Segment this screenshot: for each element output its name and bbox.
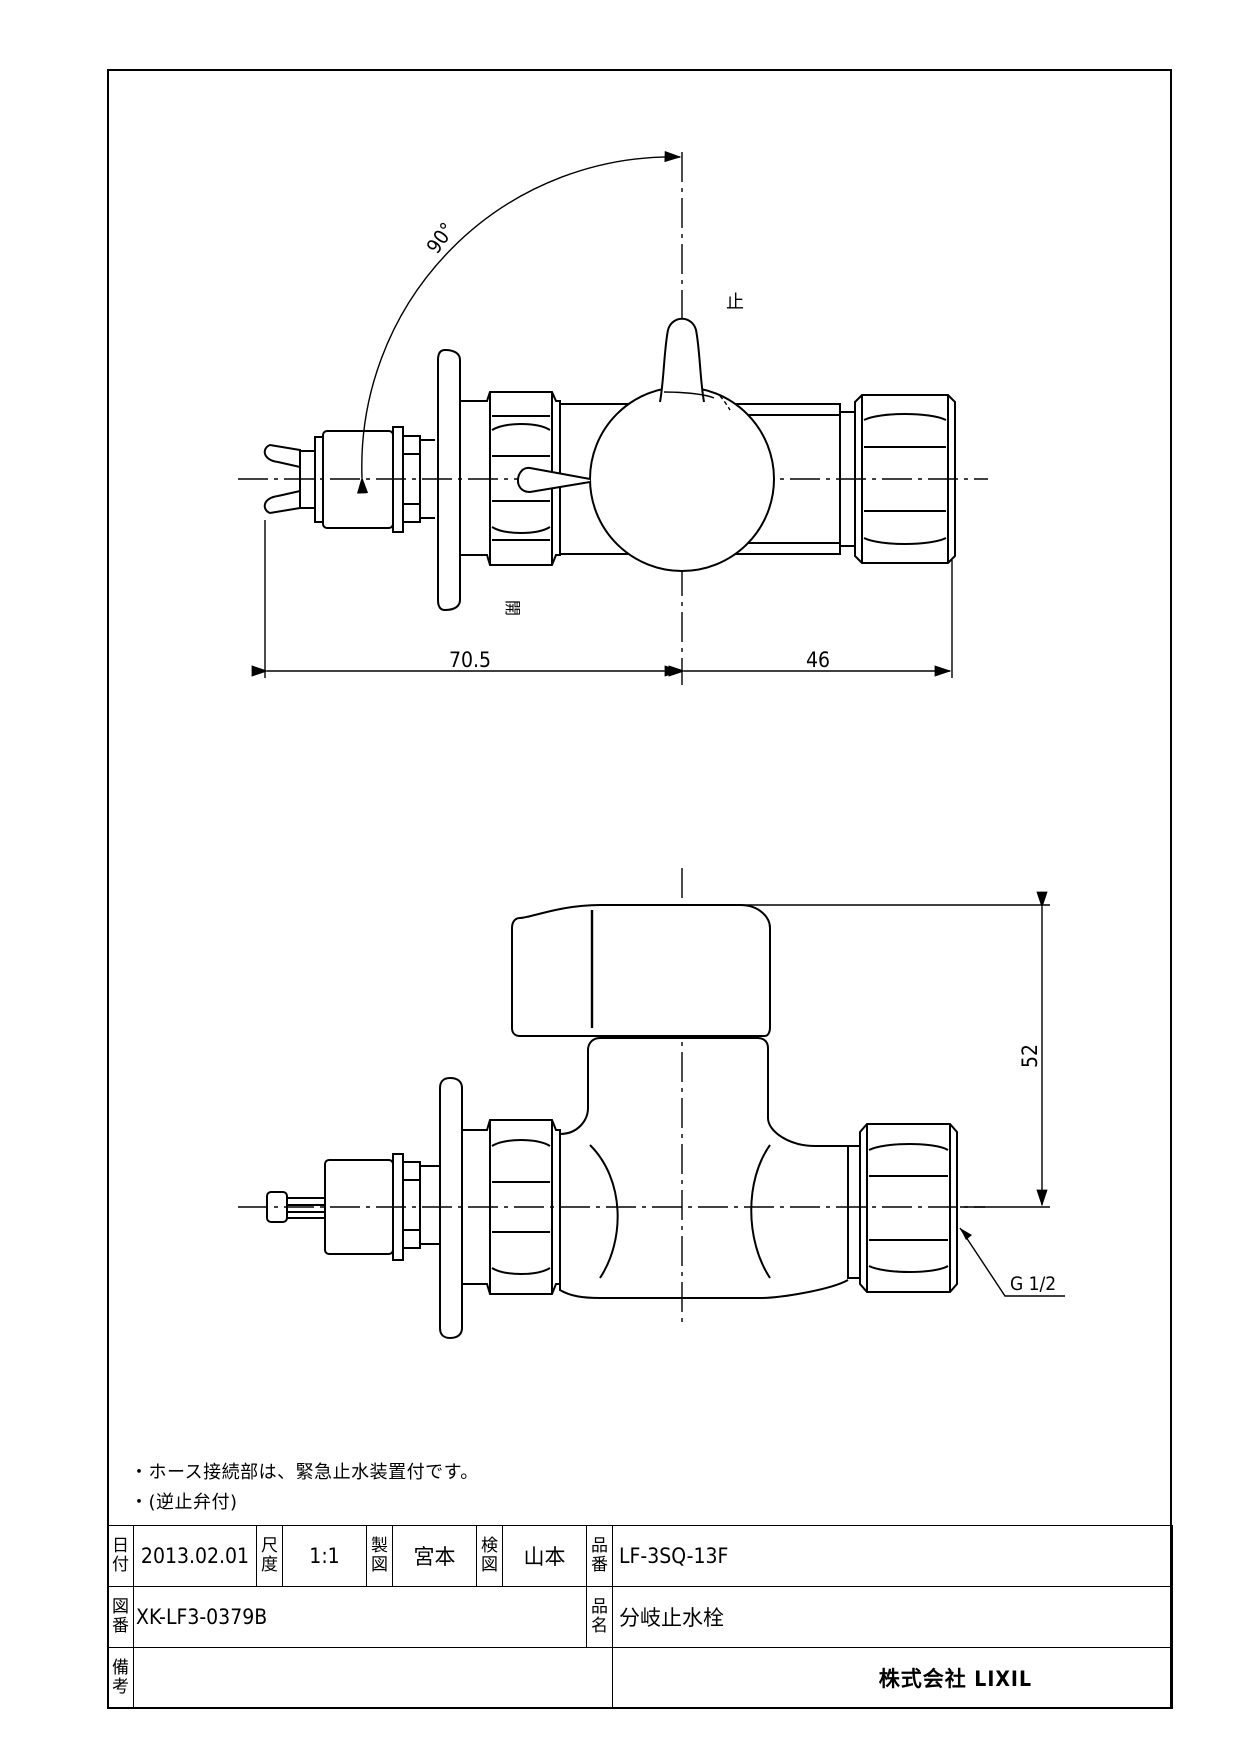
front-handle bbox=[511, 904, 771, 1037]
thread-label: G 1/2 bbox=[1010, 1273, 1056, 1295]
date-value: 2013.02.01 bbox=[133, 1525, 257, 1587]
note-emergency-stop: ・ホース接続部は、緊急止水装置付です。 bbox=[130, 1462, 479, 1483]
date-label: 日付 bbox=[107, 1525, 134, 1587]
hose-connector bbox=[263, 426, 435, 533]
drawing-no: XK-LF3-0379B bbox=[133, 1586, 587, 1648]
scale-label: 尺度 bbox=[256, 1525, 283, 1587]
angle-label: 90° bbox=[421, 218, 459, 258]
dim-right-label: 46 bbox=[806, 648, 830, 672]
checked-by: 山本 bbox=[502, 1525, 587, 1587]
remarks-value bbox=[133, 1647, 613, 1709]
part-no-label: 品番 bbox=[586, 1525, 613, 1587]
handle-knob bbox=[589, 386, 775, 572]
drawing-no-label: 図番 bbox=[107, 1586, 134, 1648]
lever-stop-position bbox=[659, 317, 705, 403]
dim-left-label: 70.5 bbox=[449, 648, 491, 672]
front-hose-connector bbox=[266, 1153, 440, 1261]
part-no: LF-3SQ-13F bbox=[612, 1525, 1173, 1587]
product-name-label: 品名 bbox=[586, 1586, 613, 1648]
front-right-hex-nut bbox=[859, 1123, 958, 1293]
lever-open-position bbox=[517, 466, 591, 494]
top-view bbox=[238, 151, 988, 685]
thread-leader bbox=[959, 1227, 1065, 1297]
top-flange bbox=[437, 348, 461, 612]
drawn-by: 宮本 bbox=[392, 1525, 477, 1587]
checked-label: 検図 bbox=[476, 1525, 503, 1587]
title-block: 日付 2013.02.01 尺度 1:1 製図 宮本 検図 山本 品番 LF-3… bbox=[107, 1525, 1173, 1709]
front-flange bbox=[439, 1076, 463, 1340]
stop-label: 止 bbox=[726, 292, 744, 313]
note-check-valve: ・(逆止弁付) bbox=[130, 1492, 238, 1513]
dim-height-label: 52 bbox=[1018, 1044, 1042, 1068]
front-view bbox=[238, 868, 1065, 1340]
remarks-label: 備考 bbox=[107, 1647, 134, 1709]
drawn-label: 製図 bbox=[366, 1525, 393, 1587]
front-left-hex-nut bbox=[461, 1119, 561, 1295]
product-name: 分岐止水栓 bbox=[612, 1586, 1173, 1648]
scale-value: 1:1 bbox=[282, 1525, 367, 1587]
rotation-arc bbox=[356, 151, 682, 494]
top-left-hex-nut bbox=[459, 391, 561, 566]
top-right-hex-nut bbox=[839, 394, 956, 564]
open-label: 開 bbox=[503, 600, 522, 616]
company-logo: 株式会社 LIXIL bbox=[612, 1647, 1173, 1709]
